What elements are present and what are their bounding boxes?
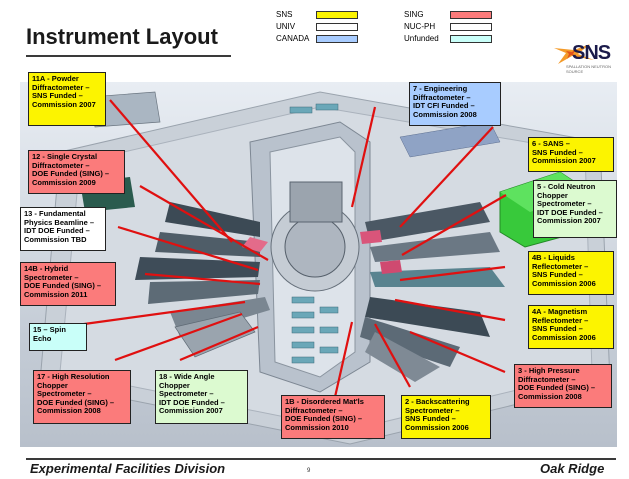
title-divider — [26, 55, 231, 57]
callout-line: Spectrometer – — [537, 199, 592, 209]
callout-5-cold-neutron-chopper-spectrometer: 5 - Cold Neutron Chopper Spectrometer – … — [533, 180, 617, 238]
callout-line: 6 - SANS – — [532, 139, 570, 148]
callout-line: Diffractometer – — [285, 405, 343, 415]
callout-line: SNS Funded – — [32, 91, 83, 101]
callout-line: Commission 2007 — [32, 99, 96, 109]
callout-line: 5 - Cold Neutron — [537, 182, 596, 191]
legend-swatch-univ — [316, 23, 358, 31]
callout-2-backscattering-spectrometer: 2 - Backscattering Spectrometer – SNS Fu… — [401, 395, 491, 439]
legend-label-canada: CANADA — [276, 34, 310, 43]
callout-line: IDT DOE Funded – — [24, 226, 90, 236]
callout-line: Commission 2007 — [537, 216, 601, 226]
logo-text: SNS — [572, 42, 611, 64]
callout-1b-disordered-materials-diffractometer: 1B - Disordered Mat'ls Diffractometer – … — [281, 395, 385, 439]
legend-label-unfunded: Unfunded — [404, 34, 439, 43]
callout-line: Diffractometer – — [413, 92, 471, 102]
callout-line: Commission 2008 — [413, 109, 477, 119]
legend-label-nuc-ph: NUC-PH — [404, 22, 436, 31]
callout-line: 13 - Fundamental — [24, 209, 86, 218]
callout-13-fundamental-physics-beamline: 13 - Fundamental Physics Beamline – IDT … — [20, 207, 106, 251]
callout-line: Reflectometer – — [532, 261, 589, 271]
callout-line: DOE Funded (SING) – — [285, 414, 363, 424]
callout-line: Commission 2007 — [532, 156, 596, 166]
instrument-hall-render — [20, 82, 617, 447]
callout-line: Chopper — [37, 380, 68, 390]
callout-line: 2 - Backscattering — [405, 397, 470, 406]
callout-line: 14B - Hybrid — [24, 264, 69, 273]
callout-line: Commission 2006 — [405, 422, 469, 432]
callout-line: 3 - High Pressure — [518, 366, 580, 375]
callout-line: Commission 2009 — [32, 177, 96, 187]
callout-line: 4A - Magnetism — [532, 307, 588, 316]
callout-line: Commission 2006 — [532, 278, 596, 288]
footer-location: Oak Ridge — [540, 461, 605, 476]
callout-line: Commission 2008 — [37, 406, 101, 416]
callout-line: Chopper — [159, 380, 190, 390]
callout-line: Spectrometer – — [24, 272, 79, 282]
callout-line: Commission 2010 — [285, 422, 349, 432]
callout-line: 17 - High Resolution — [37, 372, 110, 381]
callout-line: IDT DOE Funded – — [537, 207, 603, 217]
callout-line: 11A - Powder — [32, 74, 79, 83]
callout-12-single-crystal-diffractometer: 12 - Single Crystal Diffractometer – DOE… — [28, 150, 125, 194]
callout-6-sans: 6 - SANS – SNS Funded – Commission 2007 — [528, 137, 614, 172]
callout-line: Commission 2006 — [532, 332, 596, 342]
callout-line: DOE Funded (SING) – — [32, 169, 110, 179]
legend-swatch-unfunded — [450, 35, 492, 43]
footer-page-number: 9 — [307, 468, 311, 474]
legend-swatch-sing — [450, 11, 492, 19]
callout-line: SNS Funded – — [405, 414, 456, 424]
legend-label-sing: SING — [404, 10, 424, 19]
callout-line: 4B - Liquids — [532, 253, 575, 262]
callout-11a-powder-diffractometer: 11A - Powder Diffractometer – SNS Funded… — [28, 72, 106, 126]
footer-divider — [26, 458, 616, 460]
callout-line: 12 - Single Crystal — [32, 152, 98, 161]
callout-line: Diffractometer – — [32, 160, 90, 170]
callout-line: Commission 2011 — [24, 289, 88, 299]
callout-line: Physics Beamline – — [24, 217, 95, 227]
callout-15-spin-echo: 15 – Spin Echo — [29, 323, 87, 351]
callout-line: Echo — [33, 333, 52, 343]
callout-line: 18 - Wide Angle — [159, 372, 215, 381]
callout-line: Reflectometer – — [532, 315, 589, 325]
callout-line: Spectrometer – — [37, 389, 92, 399]
callout-4a-magnetism-reflectometer: 4A - Magnetism Reflectometer – SNS Funde… — [528, 305, 614, 349]
callout-3-high-pressure-diffractometer: 3 - High Pressure Diffractometer – DOE F… — [514, 364, 612, 408]
callout-line: DOE Funded (SING) – — [518, 383, 596, 393]
legend-swatch-canada — [316, 35, 358, 43]
callout-line: DOE Funded (SING) – — [24, 281, 102, 291]
legend-swatch-sns — [316, 11, 358, 19]
footer-division: Experimental Facilities Division — [30, 461, 226, 476]
callout-line: 15 – Spin — [33, 325, 66, 334]
legend-label-univ: UNIV — [276, 22, 296, 31]
callout-17-high-resolution-chopper-spectrometer: 17 - High Resolution Chopper Spectromete… — [33, 370, 131, 424]
callout-18-wide-angle-chopper-spectrometer: 18 - Wide Angle Chopper Spectrometer – I… — [155, 370, 248, 424]
callout-line: SNS Funded – — [532, 324, 583, 334]
callout-line: Chopper — [537, 190, 568, 200]
callout-line: 1B - Disordered Mat'ls — [285, 397, 364, 406]
logo-subtitle: SPALLATION NEUTRON SOURCE — [566, 64, 611, 74]
callout-line: Spectrometer – — [405, 405, 460, 415]
callout-line: Commission 2008 — [518, 391, 582, 401]
sns-star-logo — [554, 44, 594, 64]
callout-line: IDT CFI Funded – — [413, 101, 475, 111]
callout-line: Commission TBD — [24, 234, 87, 244]
page-title: Instrument Layout — [26, 24, 218, 49]
callout-line: 7 - Engineering — [413, 84, 468, 93]
callout-line: Diffractometer – — [518, 374, 576, 384]
legend-label-sns: SNS — [276, 10, 293, 19]
callout-4b-liquids-reflectometer: 4B - Liquids Reflectometer – SNS Funded … — [528, 251, 614, 295]
callout-7-engineering-diffractometer: 7 - Engineering Diffractometer – IDT CFI… — [409, 82, 501, 126]
callout-line: SNS Funded – — [532, 147, 583, 157]
legend-swatch-nuc-ph — [450, 23, 492, 31]
callout-line: Spectrometer – — [159, 389, 214, 399]
callout-14b-hybrid-spectrometer: 14B - Hybrid Spectrometer – DOE Funded (… — [20, 262, 116, 306]
callout-line: Commission 2007 — [159, 406, 223, 416]
callout-line: DOE Funded (SING) – — [37, 397, 115, 407]
callout-line: IDT DOE Funded – — [159, 397, 225, 407]
callout-line: SNS Funded – — [532, 270, 583, 280]
callout-line: Diffractometer – — [32, 82, 90, 92]
